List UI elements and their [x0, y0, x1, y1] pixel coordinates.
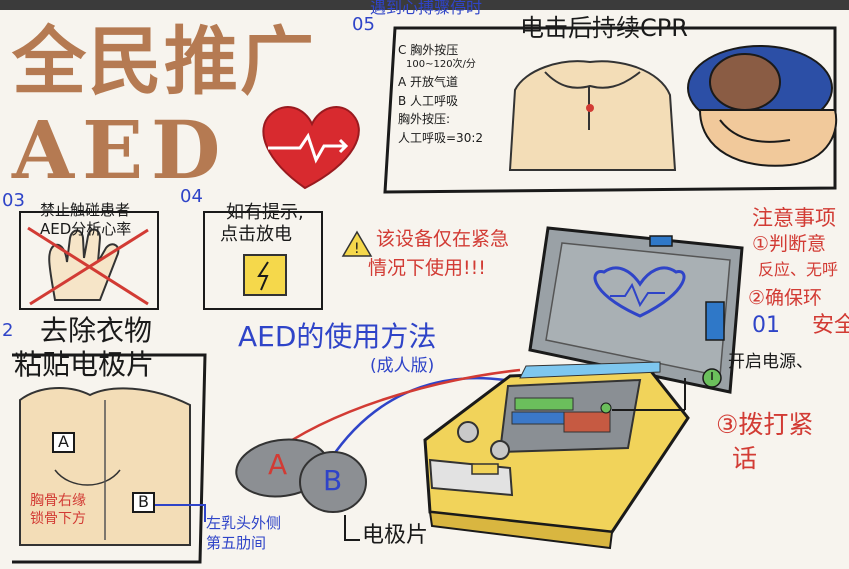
cpr-illustration — [687, 45, 838, 167]
section05-heading: 电击后持续CPR — [520, 14, 688, 42]
warning-icon: ! — [341, 230, 373, 257]
section03-text: AED分析心率 — [40, 220, 132, 238]
usage-title: AED的使用方法 — [238, 320, 437, 353]
section02-heading: 粘贴电极片 — [14, 348, 155, 381]
step-line: B 人工呼吸 — [398, 93, 459, 108]
section02-number: 2 — [2, 320, 14, 341]
notes-line: ①判断意 — [752, 233, 827, 255]
section04-text: 如有提示, — [226, 202, 304, 223]
notes-line: ②确保环 — [748, 287, 823, 309]
section02-heading: 去除衣物 — [40, 314, 153, 347]
step-line: A 开放气道 — [398, 75, 459, 90]
call-text: ③拨打紧 — [716, 410, 814, 439]
section02-box — [12, 353, 207, 564]
usage-subtitle: (成人版) — [370, 356, 435, 376]
warning-text: 情况下使用!!! — [368, 257, 486, 279]
power-icon — [702, 368, 722, 388]
notes-line: 反应、无呼 — [758, 260, 839, 279]
page-title: 全民推广 — [12, 19, 316, 105]
section01-safety: 安全 — [812, 313, 849, 338]
lightning-icon — [243, 254, 287, 296]
section05-steps: C 胸外按压 100~120次/分 A 开放气道 B 人工呼吸 胸外按压: 人工… — [398, 44, 483, 144]
section04-number: 04 — [180, 186, 203, 207]
step-line: 100~120次/分 — [406, 58, 476, 70]
call-text: 话 — [732, 444, 758, 473]
section04-box — [203, 211, 323, 310]
pads-caption: 电极片 — [362, 523, 429, 548]
header-cut-text: 遇到心搏骤停时 — [370, 0, 483, 17]
aed-heart-icon — [593, 266, 686, 318]
step-line: 人工呼吸=30:2 — [398, 130, 484, 145]
step-line: C 胸外按压 — [398, 43, 459, 57]
chest-illustration — [508, 60, 677, 171]
pad-b-marker: B — [132, 492, 155, 513]
pad-b-label: B — [323, 464, 343, 497]
pad-a-note: 锁骨下方 — [30, 511, 86, 527]
red-cable — [269, 368, 521, 457]
heart-icon — [262, 106, 360, 190]
section05-box — [383, 26, 837, 194]
power-on-text: 开启电源、 — [728, 352, 813, 372]
pad-b-note: 左乳头外侧 — [206, 514, 282, 532]
pad-b-note: 第五肋间 — [206, 534, 267, 552]
pad-a-note: 胸骨右缘 — [30, 493, 86, 509]
section03-number: 03 — [2, 190, 25, 211]
notes-heading: 注意事项 — [752, 206, 836, 230]
hand-icon — [27, 226, 149, 306]
section04-text: 点击放电 — [220, 224, 292, 245]
step-line: 胸外按压: — [398, 112, 451, 127]
electrode-pads — [235, 438, 367, 541]
section01-number: 01 — [752, 313, 780, 338]
pad-a-label: A — [268, 448, 288, 481]
pad-a-marker: A — [52, 432, 75, 453]
warning-text: 该设备仅在紧急 — [376, 228, 510, 250]
svg-text:!: ! — [354, 241, 360, 257]
section03-box — [19, 211, 159, 310]
page-title-aed: AED — [12, 103, 229, 197]
section03-text: 禁止触碰患者 — [40, 201, 131, 219]
section05-number: 05 — [352, 14, 375, 35]
